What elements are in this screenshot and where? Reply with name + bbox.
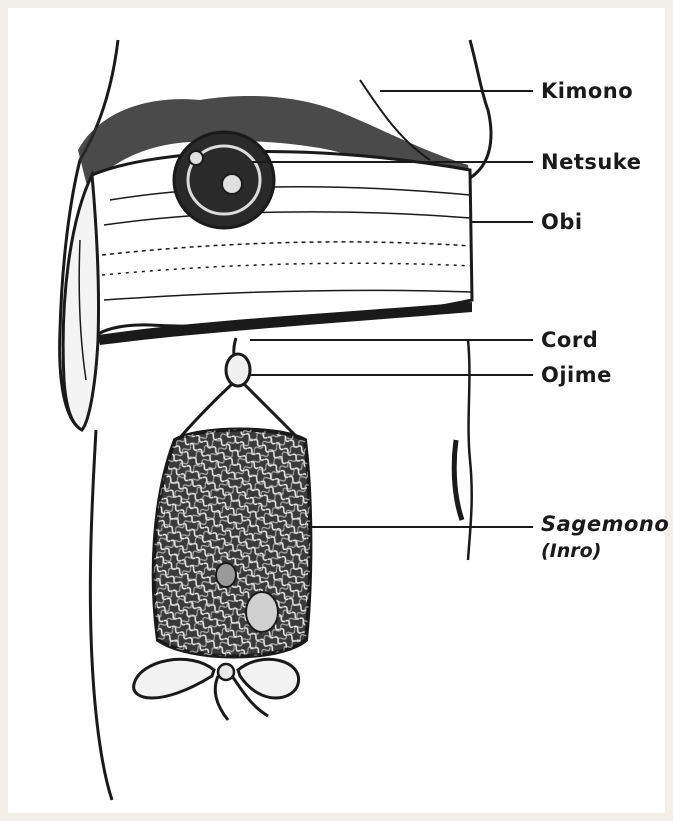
inro-ornament: [246, 592, 278, 632]
kimono-right-lower-fold: [454, 440, 462, 520]
label-obi: Obi: [541, 210, 583, 234]
label-kimono: Kimono: [541, 79, 633, 103]
kimono-lower-left-edge: [90, 430, 112, 800]
bow-right-loop: [238, 659, 299, 698]
netsuke-center: [222, 174, 242, 194]
label-inro: (Inro): [541, 540, 601, 562]
label-cord: Cord: [541, 328, 598, 352]
netsuke-hole: [189, 151, 203, 165]
bow-knot: [218, 664, 234, 680]
ojime-bead: [226, 354, 250, 386]
bow-tail-left: [215, 676, 228, 720]
kimono-right-edge: [470, 40, 491, 178]
bow-left-loop: [134, 659, 214, 698]
inro-ornament-small: [216, 563, 236, 587]
label-ojime: Ojime: [541, 363, 612, 387]
label-sagemono: Sagemono: [541, 512, 669, 536]
label-netsuke: Netsuke: [541, 150, 641, 174]
inro-weave-overlay: [154, 430, 311, 657]
